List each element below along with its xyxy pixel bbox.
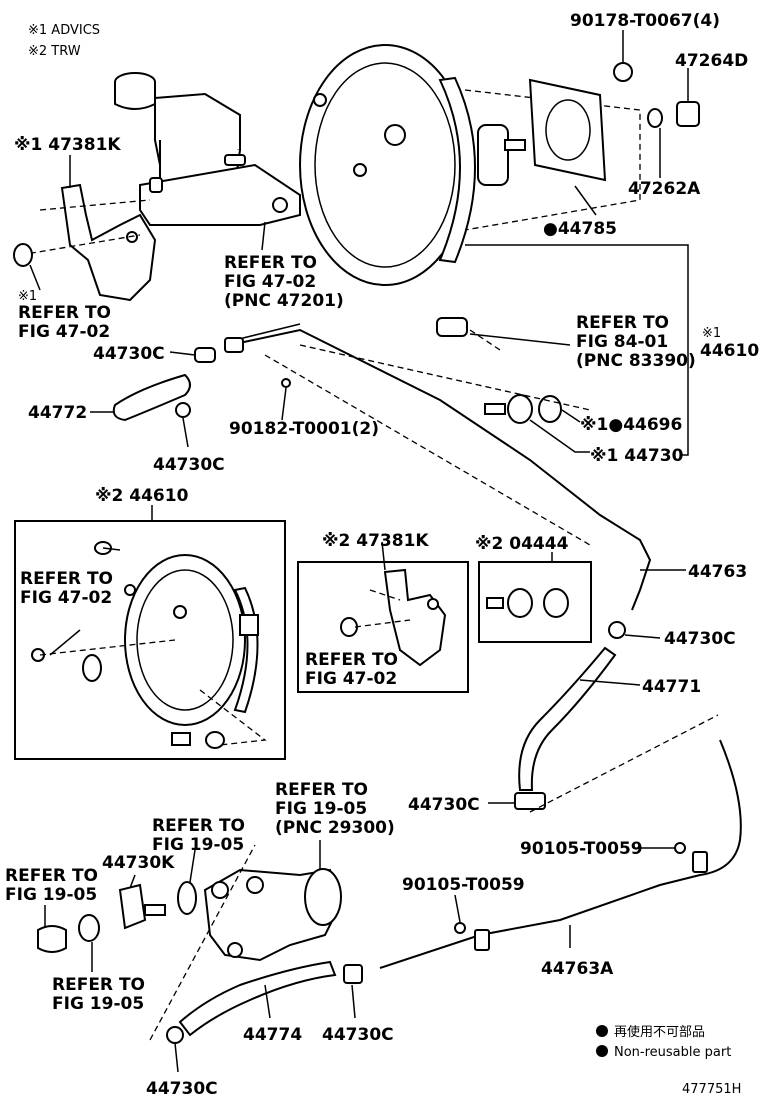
label-44772: 44772 <box>28 403 87 423</box>
bracket-47381k-advics <box>13 183 157 302</box>
o-ring-1905 <box>78 914 100 942</box>
clamp-44730c-b <box>175 402 191 418</box>
trw-bracket-drawing <box>340 568 447 667</box>
refer-47-02-b-note: ※1 <box>18 289 37 304</box>
refer-47-02-d-line2: FIG 47-02 <box>305 669 397 689</box>
box-trw-bracket <box>297 561 469 693</box>
label-44730: ※1 44730 <box>590 446 684 466</box>
label-44730c-a: 44730C <box>93 344 165 364</box>
refer-19-05-a-line2: FIG 19-05 <box>275 799 367 819</box>
pipe-44763a <box>379 739 742 969</box>
legend-nonreusable-en: Non-reusable part <box>614 1045 731 1060</box>
label-44610-advics: 44610 <box>700 341 759 361</box>
box-trw-booster <box>14 520 286 760</box>
o-ring-pump <box>177 881 197 915</box>
legend-bullet-jp <box>596 1025 608 1037</box>
trw-kit-drawing <box>486 588 569 618</box>
legend-nonreusable-jp: 再使用不可部品 <box>614 1024 705 1040</box>
clamp-44730c-f <box>166 1026 184 1044</box>
dashed-guide-c <box>529 714 719 813</box>
clamp-44730c-c <box>608 621 626 639</box>
vacuum-switch-drawing <box>436 317 501 351</box>
hose-44772 <box>112 373 191 422</box>
dashed-guide-a <box>264 354 591 546</box>
fitting-44730k <box>118 883 166 930</box>
legend-note-trw: ※2 TRW <box>28 44 81 59</box>
refer-47-02-d-line1: REFER TO <box>305 650 398 670</box>
hose-44771 <box>518 646 617 791</box>
clamp-44730c-e <box>343 964 363 984</box>
refer-19-05-a-line1: REFER TO <box>275 780 368 800</box>
label-90105-b: 90105-T0059 <box>402 875 525 895</box>
refer-19-05-d-line1: REFER TO <box>52 975 145 995</box>
leader-lines <box>29 30 689 1073</box>
refer-47-02-a-line2: FIG 47-02 <box>224 272 316 292</box>
label-47381k-advics: ※1 47381K <box>14 135 121 155</box>
clip-44763a-b <box>474 929 490 951</box>
refer-47-02-c-line1: REFER TO <box>20 569 113 589</box>
label-44771: 44771 <box>642 677 701 697</box>
label-04444: ※2 04444 <box>475 534 569 554</box>
brake-booster-drawing <box>299 44 641 286</box>
label-44730c-d: 44730C <box>408 795 480 815</box>
nut-90178 <box>613 62 633 82</box>
legend-bullet-en <box>596 1045 608 1057</box>
label-47262a: 47262A <box>628 179 701 199</box>
label-44610-trw: ※2 44610 <box>95 486 189 506</box>
label-44730c-c: 44730C <box>664 629 736 649</box>
refer-84-01-line1: REFER TO <box>576 313 669 333</box>
check-valve-drawing <box>484 394 562 424</box>
label-44763a: 44763A <box>541 959 614 979</box>
label-44730c-f: 44730C <box>146 1079 218 1099</box>
hose-44763-drawing <box>224 323 652 611</box>
label-44730k: 44730K <box>102 853 175 873</box>
bolt-90105-a <box>674 842 686 854</box>
refer-47-02-b-line1: REFER TO <box>18 303 111 323</box>
dashed-guide-d <box>149 844 256 1041</box>
label-90182: 90182-T0001(2) <box>229 419 379 439</box>
label-90105-a: 90105-T0059 <box>520 839 643 859</box>
refer-19-05-a-line3: (PNC 29300) <box>275 818 395 838</box>
label-44730c-b: 44730C <box>153 455 225 475</box>
label-47381k-trw: ※2 47381K <box>322 531 429 551</box>
vacuum-pump-drawing <box>203 868 342 962</box>
label-44774: 44774 <box>243 1025 302 1045</box>
label-44696: ※1●44696 <box>580 415 682 435</box>
refer-47-02-a-line1: REFER TO <box>224 253 317 273</box>
clip-44763a-a <box>692 851 708 873</box>
label-44763: 44763 <box>688 562 747 582</box>
legend-note-advics: ※1 ADVICS <box>28 23 100 38</box>
refer-19-05-d-line2: FIG 19-05 <box>52 994 144 1014</box>
bolt-90105-b <box>454 922 466 934</box>
diagram-id: 477751H <box>682 1082 741 1097</box>
clamp-44730c-a <box>194 347 216 363</box>
clip-90182 <box>281 378 291 388</box>
refer-19-05-c-line2: FIG 19-05 <box>5 885 97 905</box>
clamp-44730c-d <box>514 792 546 810</box>
refer-19-05-b-line2: FIG 19-05 <box>152 835 244 855</box>
trw-booster-drawing <box>31 541 267 749</box>
label-44610-advics-note: ※1 <box>702 326 721 341</box>
refer-19-05-b-line1: REFER TO <box>152 816 245 836</box>
refer-84-01-line2: FIG 84-01 <box>576 332 668 352</box>
gasket-44785-drawing <box>528 78 607 182</box>
refer-47-02-c-line2: FIG 47-02 <box>20 588 112 608</box>
refer-47-02-b-line2: FIG 47-02 <box>18 322 110 342</box>
box-trw-kit <box>478 561 592 643</box>
label-44730c-e: 44730C <box>322 1025 394 1045</box>
refer-84-01-line3: (PNC 83390) <box>576 351 696 371</box>
bracket-47264d <box>676 101 700 127</box>
refer-19-05-c-line1: REFER TO <box>5 866 98 886</box>
label-47264d: 47264D <box>675 51 748 71</box>
hose-44774 <box>178 960 337 1037</box>
label-90178: 90178-T0067(4) <box>570 11 720 31</box>
refer-47-02-a-line3: (PNC 47201) <box>224 291 344 311</box>
cap-1905 <box>37 925 67 953</box>
label-44785: ●44785 <box>543 219 617 239</box>
washer-47262a <box>647 108 663 128</box>
